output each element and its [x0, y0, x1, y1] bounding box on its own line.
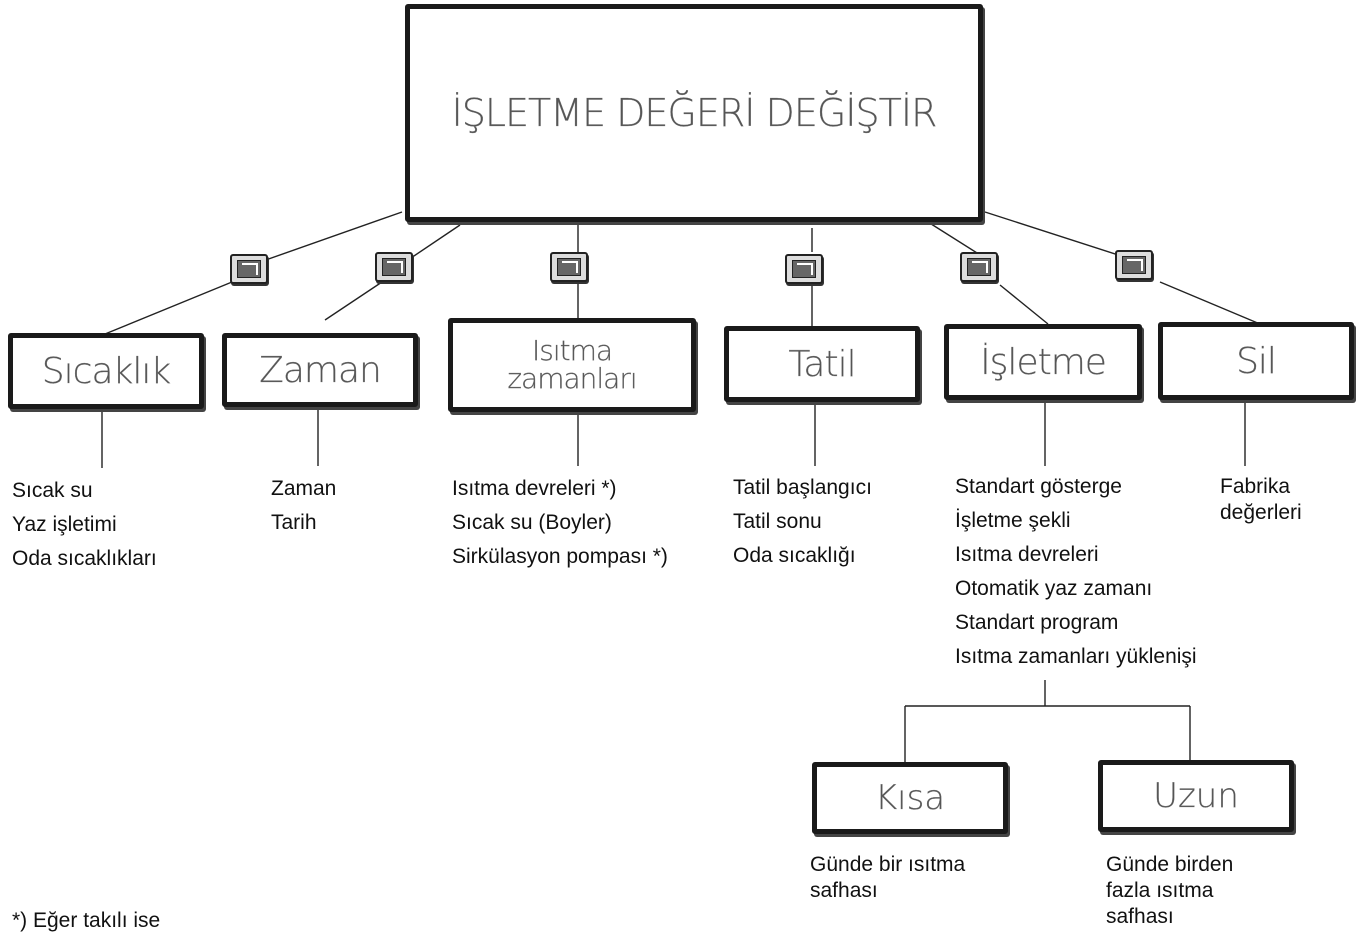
item-list-isitma-zamanlari: Isıtma devreleri *) Sıcak su (Boyler) Si…	[452, 472, 668, 574]
sub-label: Kısa	[874, 778, 946, 818]
list-item: Oda sıcaklıkları	[12, 547, 157, 570]
list-item: İşletme şekli	[955, 509, 1071, 532]
list-item: Isıtma zamanları yüklenişi	[955, 645, 1197, 668]
enter-key-icon	[550, 252, 588, 282]
item-list-zaman: Zaman Tarih	[271, 472, 336, 540]
category-label-line1: Isıtma	[531, 334, 613, 367]
sub-label: Uzun	[1153, 776, 1239, 816]
desc-line: Günde birden	[1106, 853, 1234, 876]
desc-line: safhası	[1106, 905, 1174, 928]
list-item: değerleri	[1220, 501, 1302, 524]
category-label: Zaman	[259, 349, 382, 391]
item-list-sil: Fabrika değerleri	[1220, 474, 1302, 526]
category-box-isitma-zamanlari: Isıtma zamanları	[448, 318, 696, 412]
enter-key-icon	[785, 254, 823, 284]
list-item: Sıcak su	[12, 479, 93, 502]
list-item: Standart gösterge	[955, 475, 1122, 498]
category-label: Sıcaklık	[41, 350, 172, 392]
enter-key-icon	[375, 252, 413, 282]
enter-key-icon	[960, 252, 998, 282]
root-box: İŞLETME DEĞERİ DEĞİŞTİR	[405, 4, 983, 222]
category-label: Isıtma zamanları	[507, 334, 638, 395]
sub-box-kisa: Kısa	[812, 762, 1008, 834]
category-box-sicaklik: Sıcaklık	[8, 333, 204, 409]
category-label: İşletme	[980, 341, 1107, 383]
root-title: İŞLETME DEĞERİ DEĞİŞTİR	[451, 91, 937, 135]
list-item: Tarih	[271, 511, 317, 534]
category-label: Tatil	[788, 343, 857, 385]
category-box-tatil: Tatil	[724, 326, 920, 402]
category-label: Sil	[1236, 340, 1277, 382]
list-item: Otomatik yaz zamanı	[955, 577, 1153, 600]
list-item: Fabrika	[1220, 475, 1291, 498]
desc-line: Günde bir ısıtma	[810, 853, 966, 876]
list-item: Tatil sonu	[733, 510, 822, 533]
item-list-sicaklik: Sıcak su Yaz işletimi Oda sıcaklıkları	[12, 474, 157, 576]
sub-desc-kisa: Günde bir ısıtma safhası	[810, 852, 965, 904]
sub-box-uzun: Uzun	[1098, 760, 1294, 832]
list-item: Isıtma devreleri	[955, 543, 1099, 566]
category-label-line2: zamanları	[507, 362, 638, 395]
item-list-tatil: Tatil başlangıcı Tatil sonu Oda sıcaklığ…	[733, 471, 872, 573]
list-item: Standart program	[955, 611, 1119, 634]
enter-key-icon	[230, 254, 268, 284]
item-list-isletme: Standart gösterge İşletme şekli Isıtma d…	[955, 470, 1197, 674]
desc-line: fazla ısıtma	[1106, 879, 1214, 902]
category-box-zaman: Zaman	[222, 333, 418, 407]
category-box-isletme: İşletme	[944, 324, 1142, 400]
list-item: Oda sıcaklığı	[733, 544, 856, 567]
sub-desc-uzun: Günde birden fazla ısıtma safhası	[1106, 852, 1233, 930]
category-box-sil: Sil	[1158, 322, 1354, 400]
list-item: Zaman	[271, 477, 337, 500]
list-item: Sıcak su (Boyler)	[452, 511, 612, 534]
enter-key-icon	[1115, 250, 1153, 280]
desc-line: safhası	[810, 879, 878, 902]
list-item: Tatil başlangıcı	[733, 476, 872, 499]
list-item: Isıtma devreleri *)	[452, 477, 617, 500]
list-item: Sirkülasyon pompası *)	[452, 545, 668, 568]
list-item: Yaz işletimi	[12, 513, 117, 536]
footnote: *) Eğer takılı ise	[12, 909, 161, 932]
